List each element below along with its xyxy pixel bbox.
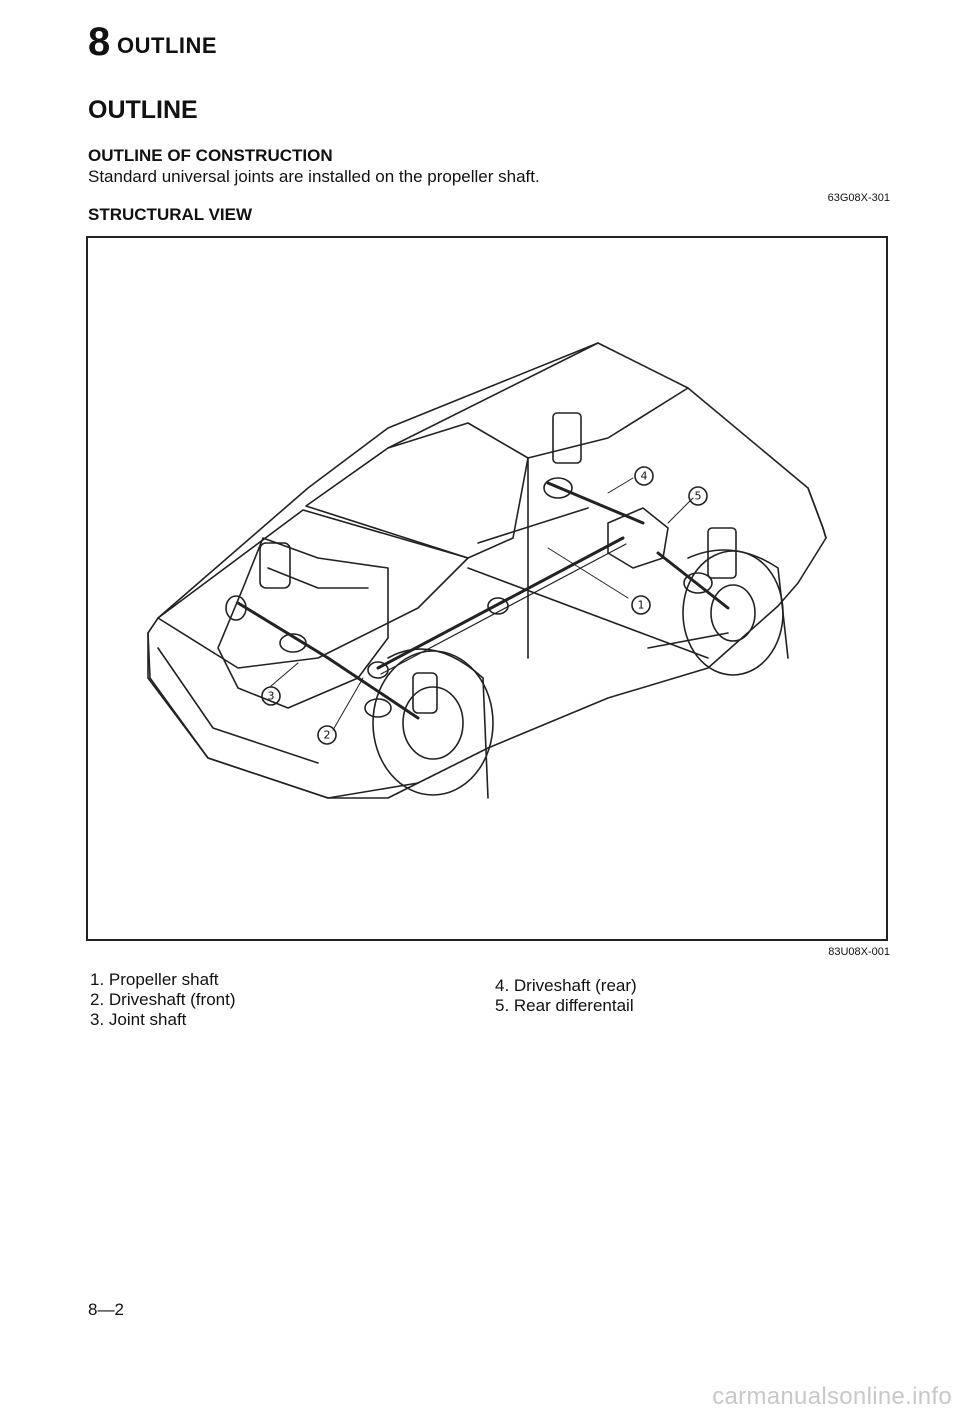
joint-shaft-boot: [279, 633, 307, 653]
callout-2: 2: [324, 729, 331, 742]
structural-view-figure: 1 2 3 4 5: [86, 236, 888, 941]
legend-item: 4. Driveshaft (rear): [495, 976, 637, 995]
sill-line: [467, 567, 709, 659]
callout-circle-3: [261, 686, 281, 706]
callout-leader-2: [332, 677, 364, 731]
rear-cv-boot-right: [683, 572, 713, 594]
reference-code: 63G08X-301: [827, 192, 890, 204]
front-hub: [402, 686, 464, 760]
legend-right: 4. Driveshaft (rear) 5. Rear differentai…: [495, 976, 637, 1016]
callout-circle-5: [688, 486, 708, 506]
bumper-line: [157, 647, 319, 764]
page-number: 8—2: [88, 1300, 124, 1319]
propeller-shaft-edge: [380, 543, 627, 675]
rear-driveshaft-right: [656, 551, 730, 610]
callout-leader-1: [547, 547, 629, 599]
callout-circle-1: [631, 595, 651, 615]
chapter-number: 8: [88, 20, 111, 64]
structural-view-title: STRUCTURAL VIEW: [88, 205, 253, 224]
rear-wheel-arch: [687, 549, 789, 659]
rear-pillar: [807, 487, 827, 539]
hood: [157, 509, 469, 669]
callout-leader-5: [667, 497, 694, 524]
rear-hub: [710, 584, 756, 642]
callout-circle-4: [634, 466, 654, 486]
rear-wheel: [682, 550, 784, 676]
callout-circle-2: [317, 725, 337, 745]
propeller-shaft: [376, 536, 625, 670]
rear-trailing-arm-right: [647, 632, 729, 649]
callout-leader-3: [270, 662, 299, 687]
front-wheel-arch: [387, 648, 489, 799]
rear-cv-boot-left: [543, 477, 573, 499]
legend-item: 1. Propeller shaft: [90, 970, 219, 989]
callout-1: 1: [638, 599, 645, 612]
center-bearing: [487, 597, 509, 615]
legend-item: 5. Rear differentail: [495, 996, 634, 1015]
front-bumper: [147, 632, 419, 799]
chapter-title: OUTLINE: [117, 33, 218, 58]
legend-item: 3. Joint shaft: [90, 1010, 187, 1029]
callout-5: 5: [695, 490, 702, 503]
rear-trailing-arm-left: [477, 507, 589, 544]
front-cv-boot: [364, 698, 392, 718]
engine-detail: [267, 567, 369, 589]
front-left-strut: [259, 542, 291, 589]
front-universal-joint: [367, 661, 389, 679]
left-hub: [225, 595, 247, 621]
rear-left-spring: [552, 412, 582, 464]
car-drivetrain-illustration: 1 2 3 4 5: [147, 342, 827, 799]
section-title: OUTLINE: [88, 96, 198, 124]
rear-driveshaft-left: [546, 481, 645, 525]
legend-item: 2. Driveshaft (front): [90, 990, 236, 1009]
intro-text: Standard universal joints are installed …: [88, 167, 540, 186]
legend-left: 1. Propeller shaft 2. Driveshaft (front)…: [90, 970, 236, 1030]
rear-right-spring: [707, 527, 737, 579]
callout-4: 4: [641, 470, 648, 483]
front-right-strut: [412, 672, 438, 714]
roof-line: [387, 342, 599, 449]
rear-differential: [607, 507, 669, 569]
watermark: carmanualsonline.info: [712, 1383, 952, 1410]
joint-shaft: [236, 601, 330, 660]
subsection-title: OUTLINE OF CONSTRUCTION: [88, 146, 333, 165]
callout-3: 3: [268, 690, 275, 703]
front-driveshaft: [326, 656, 420, 720]
roof-rear-line: [527, 387, 689, 459]
callout-leader-4: [607, 477, 634, 494]
figure-reference-code: 83U08X-001: [828, 946, 890, 958]
